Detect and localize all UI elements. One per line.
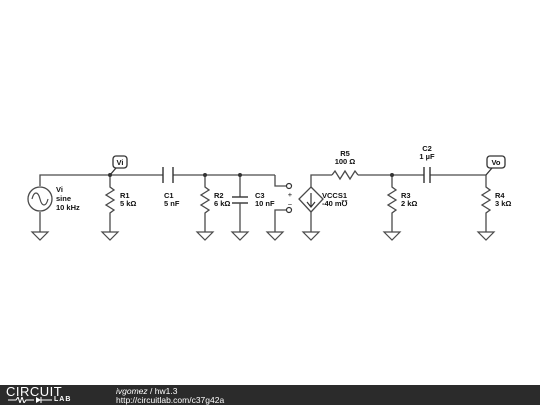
r3-value: 2 kΩ [401,199,417,208]
junction-r2 [203,173,207,177]
c3-value: 10 nF [255,199,275,208]
ground-symbol [100,231,120,241]
c2-name: C2 [422,144,432,153]
logo-lab-text: LAB [54,396,72,403]
ground-symbol [230,231,250,241]
source-vi[interactable] [27,186,53,212]
circuit-title[interactable]: hw1.3 [154,386,178,396]
capacitor-c1[interactable] [162,167,174,183]
author-name[interactable]: ivgomez [116,386,148,396]
c2-value: 1 µF [419,152,435,161]
vccs1-name: VCCS1 [322,191,347,200]
r4-value: 3 kΩ [495,199,511,208]
c3-name: C3 [255,191,265,200]
path-separator: / [147,386,155,396]
r3-name: R3 [401,191,411,200]
r1-value: 5 kΩ [120,199,136,208]
resistor-r1[interactable] [104,175,116,232]
polarity-minus: − [288,200,293,209]
r5-value: 100 Ω [335,157,356,166]
polarity-plus: + [288,190,293,199]
probe-vi[interactable] [109,155,128,176]
ground-symbol [476,231,496,241]
vccs1-value: -40 m℧ [322,199,348,208]
ground-symbol [382,231,402,241]
ground-symbol [265,231,285,241]
capacitor-c3[interactable] [232,175,248,232]
wire-vi-to-c1 [39,174,163,186]
vccs-source[interactable] [298,186,324,213]
r1-name: R1 [120,191,130,200]
ground-symbol [30,231,50,241]
r2-name: R2 [214,191,224,200]
r2-value: 6 kΩ [214,199,230,208]
capacitor-c2[interactable] [423,167,431,183]
c1-value: 5 nF [164,199,180,208]
wire-vccs-top [310,174,332,187]
c1-name: C1 [164,191,174,200]
circuit-url[interactable]: http://circuitlab.com/c37g42a [116,395,225,405]
probe-vo-label: Vo [491,158,500,167]
circuit-logo-icon [8,397,52,403]
probe-vo[interactable] [485,155,506,176]
vi-type: sine [56,194,71,203]
r5-name: R5 [340,149,350,158]
vi-name: Vi [56,185,63,194]
junction-r3 [390,173,394,177]
resistor-r4[interactable] [480,175,492,232]
wire-switch-upper [274,175,286,187]
vi-freq: 10 kHz [56,203,80,212]
control-terminal-minus[interactable] [285,206,293,214]
logo-circuit-text: CIRCUIT [6,384,63,399]
footer-bar: CIRCUIT LAB ivgomez / hw1.3 http://circu… [0,385,540,405]
wire-switch-lower [274,209,286,232]
resistor-r3[interactable] [386,175,398,232]
resistor-r2[interactable] [199,175,211,232]
junction-c3 [238,173,242,177]
circuit-schematic: Vi sine 10 kHz R1 5 kΩ Vi C1 5 nF R2 6 k… [27,144,511,241]
resistor-r5[interactable] [331,169,359,181]
ground-symbol [195,231,215,241]
author-title-line: ivgomez / hw1.3 [116,386,177,396]
probe-vi-label: Vi [117,158,124,167]
ground-symbol [301,231,321,241]
r4-name: R4 [495,191,505,200]
control-terminal-plus[interactable] [285,182,293,190]
